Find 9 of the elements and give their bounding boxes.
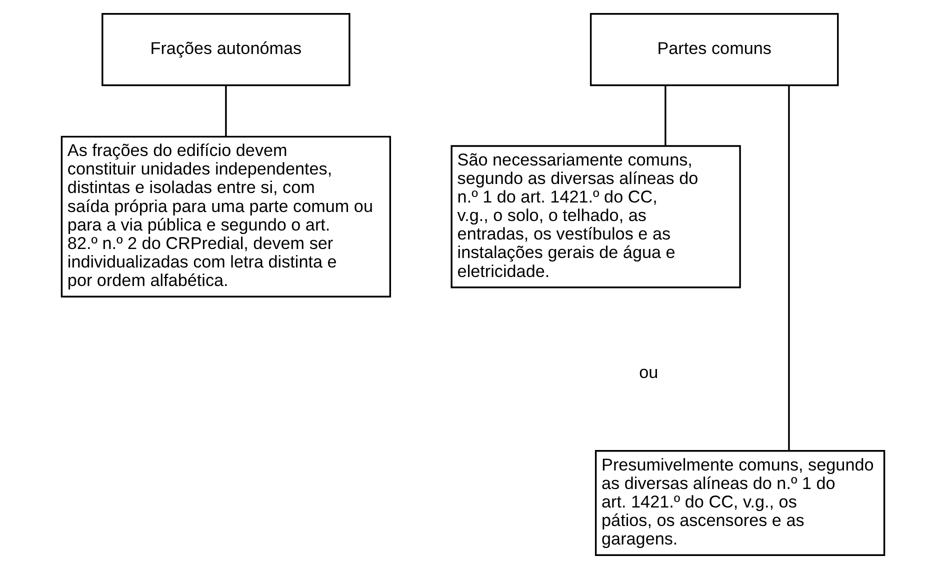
node-box: As frações do edifício devem constituir unidades independentes, distintas e isoladas entre si, com saída própria para uma parte comum ou para a via pública e segundo o art. 82.º n.º 2 do CRPredial, devem ser individualizadas com letra distinta e por ordem alfabética. (60, 136, 392, 298)
node-box: São necessariamente comuns, segundo as diversas alíneas do n.º 1 do art. 1421.º do CC, v.g., o solo, o telhado, as entradas, os vestíbulos e as instalações gerais de água e eletricidade. (450, 145, 741, 288)
label: ou (639, 362, 658, 382)
connector (788, 86, 790, 451)
node-box: Presumivelmente comuns, segundo as diversas alíneas do n.º 1 do art. 1421.º do CC, v.g., os pátios, os ascensores e as garagens. (594, 450, 886, 556)
node-box: Partes comuns (590, 13, 839, 86)
node-box: Frações autonómas (102, 13, 350, 86)
connector (664, 85, 666, 146)
connector (225, 85, 227, 136)
